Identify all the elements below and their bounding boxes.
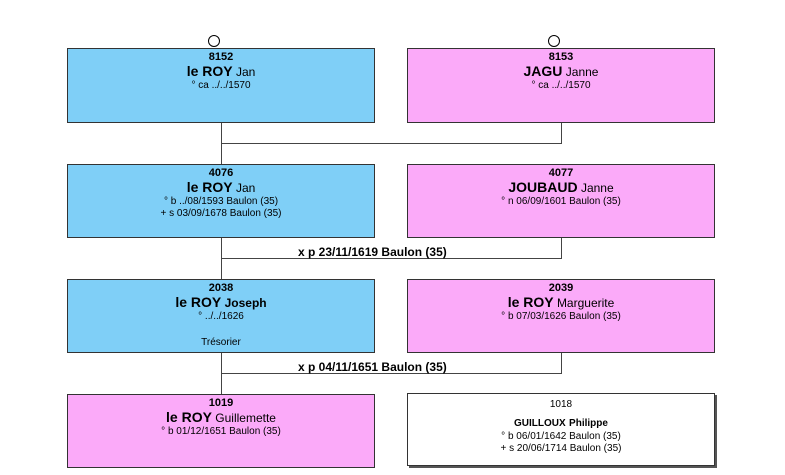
person-card-2038[interactable]: 2038 le ROY Joseph ° ../../1626 Trésorie…	[67, 279, 375, 353]
marriage-label: x p 23/11/1619 Baulon (35)	[298, 245, 447, 259]
person-card-8152[interactable]: 8152 le ROY Jan ° ca ../../1570	[67, 48, 375, 123]
person-detail: ° n 06/09/1601 Baulon (35)	[501, 196, 621, 207]
person-detail: + s 20/06/1714 Baulon (35)	[500, 443, 622, 454]
person-detail: ° b 01/12/1651 Baulon (35)	[161, 426, 281, 437]
ancestor-marker-8153	[548, 35, 560, 47]
ancestor-marker-8152	[208, 35, 220, 47]
person-name: GUILLOUX Philippe	[408, 415, 714, 431]
person-given-name: Janne	[565, 65, 599, 79]
person-given-name: Joseph	[224, 296, 267, 310]
person-detail: + s 03/09/1678 Baulon (35)	[160, 208, 282, 219]
person-detail: ° b 07/03/1626 Baulon (35)	[501, 311, 621, 322]
person-given-name: Guillemette	[215, 411, 276, 425]
person-surname: le ROY	[186, 63, 233, 79]
person-detail: ° ca ../../1570	[191, 80, 251, 91]
person-name: JAGU Janne	[408, 64, 714, 80]
person-name: le ROY Jan	[68, 64, 374, 80]
person-given-name: Janne	[580, 181, 614, 195]
person-surname: JAGU	[523, 63, 563, 79]
person-name: le ROY Joseph	[68, 295, 374, 311]
person-name: le ROY Marguerite	[408, 295, 714, 311]
person-given-name: Jan	[235, 181, 256, 195]
person-number: 4076	[208, 167, 234, 179]
person-given-name: Jan	[235, 65, 256, 79]
person-card-1018[interactable]: 1018 GUILLOUX Philippe ° b 06/01/1642 Ba…	[407, 393, 715, 466]
person-name: le ROY Jan	[68, 180, 374, 196]
person-number: 2039	[548, 282, 574, 294]
person-number: 4077	[548, 167, 574, 179]
person-card-4076[interactable]: 4076 le ROY Jan ° b ../08/1593 Baulon (3…	[67, 164, 375, 238]
person-number: 1018	[549, 399, 573, 410]
person-surname: le ROY	[175, 294, 222, 310]
person-surname: le ROY	[186, 179, 233, 195]
person-surname: le ROY	[166, 409, 212, 425]
person-surname: JOUBAUD	[508, 179, 578, 195]
person-detail: ° b 06/01/1642 Baulon (35)	[501, 431, 621, 442]
person-number: 8152	[208, 51, 234, 63]
person-detail: ° ../../1626	[198, 311, 244, 322]
person-name: le ROY Guillemette	[68, 410, 374, 426]
person-given-name: Philippe	[569, 418, 608, 429]
connector-line	[221, 373, 562, 374]
connector-line	[221, 258, 562, 259]
connector-line	[221, 353, 222, 395]
marriage-label: x p 04/11/1651 Baulon (35)	[298, 360, 447, 374]
person-surname: le ROY	[507, 294, 554, 310]
connector-line	[561, 238, 562, 259]
person-card-4077[interactable]: 4077 JOUBAUD Janne ° n 06/09/1601 Baulon…	[407, 164, 715, 238]
person-number: 8153	[548, 51, 574, 63]
connector-line	[221, 123, 222, 165]
person-surname: GUILLOUX	[514, 418, 566, 429]
person-occupation: Trésorier	[201, 337, 241, 348]
person-detail: ° ca ../../1570	[531, 80, 591, 91]
person-card-1019[interactable]: 1019 le ROY Guillemette ° b 01/12/1651 B…	[67, 394, 375, 468]
person-given-name: Marguerite	[556, 296, 615, 310]
person-name: JOUBAUD Janne	[408, 180, 714, 196]
person-card-8153[interactable]: 8153 JAGU Janne ° ca ../../1570	[407, 48, 715, 123]
person-number: 1019	[208, 397, 234, 409]
connector-line	[561, 123, 562, 144]
person-number: 2038	[208, 282, 234, 294]
person-detail: ° b ../08/1593 Baulon (35)	[163, 196, 279, 207]
connector-line	[561, 353, 562, 374]
connector-line	[221, 238, 222, 280]
person-card-2039[interactable]: 2039 le ROY Marguerite ° b 07/03/1626 Ba…	[407, 279, 715, 353]
connector-line	[221, 143, 562, 144]
